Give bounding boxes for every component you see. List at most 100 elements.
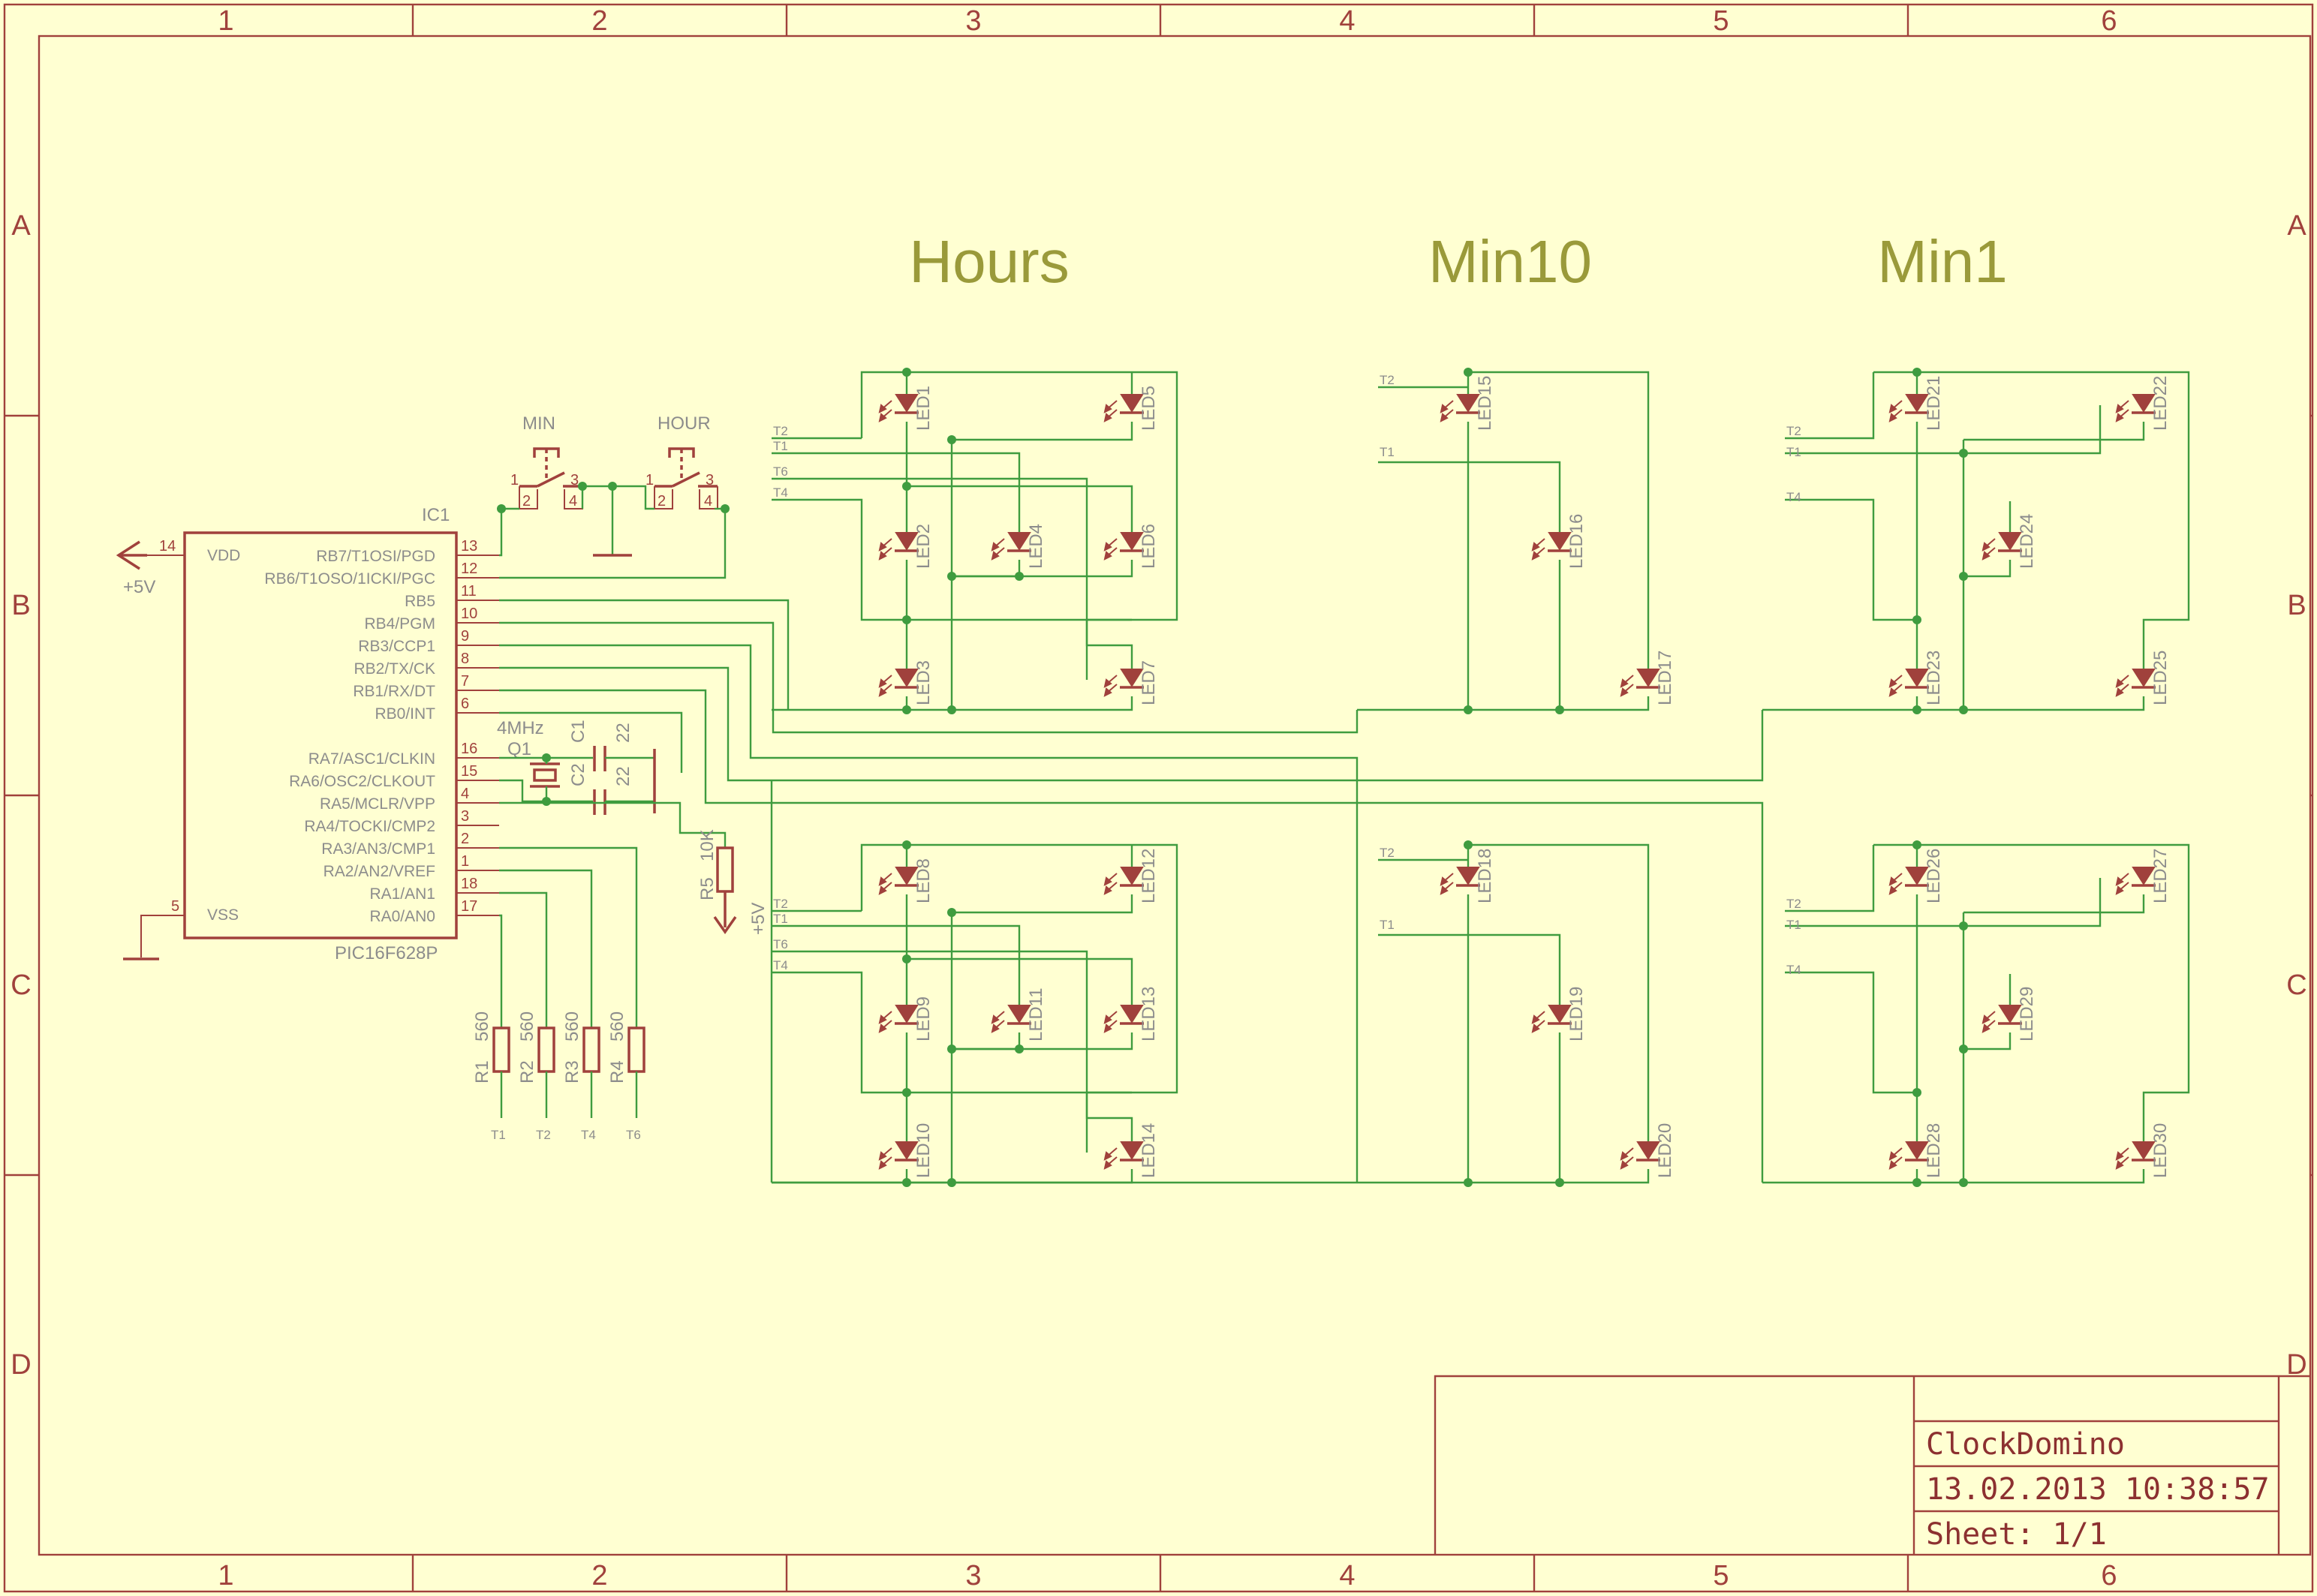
- led-led2: LED2: [878, 524, 934, 569]
- ic-pin-label: RA3/AN3/CMP1: [321, 840, 435, 858]
- led-led21: LED21: [1888, 376, 1944, 431]
- led-name: LED4: [1026, 524, 1046, 569]
- resistor-value: 560: [607, 1011, 627, 1041]
- ic-pin-label: RA0/AN0: [369, 908, 435, 925]
- ic-pin-number: 7: [461, 673, 469, 690]
- frame-row-left-B: B: [11, 590, 30, 621]
- switch-name: MIN: [522, 413, 555, 434]
- project-name: ClockDomino: [1926, 1427, 2125, 1462]
- svg-text:1: 1: [645, 472, 654, 488]
- led-name: LED17: [1655, 651, 1675, 705]
- net-label: T2: [773, 424, 788, 438]
- ic-pin-number: 12: [461, 561, 477, 577]
- ic-pin-number: 10: [461, 606, 477, 622]
- ic-pin-number: 2: [461, 831, 469, 847]
- ic-pin-number: 17: [461, 898, 477, 915]
- resistor-net: T4: [581, 1128, 596, 1142]
- switch-name: HOUR: [657, 413, 711, 434]
- resistor-net: T2: [536, 1128, 551, 1142]
- ic-pin-number: 11: [461, 583, 477, 600]
- title-block: ClockDomino 13.02.2013 10:38:57 Sheet: 1…: [1434, 1375, 2310, 1555]
- led-name: LED29: [2017, 987, 2037, 1041]
- led-name: LED13: [1139, 987, 1159, 1041]
- net-label: T1: [1380, 445, 1395, 459]
- net-label: T1: [773, 912, 788, 926]
- frame-col-top-5: 5: [1713, 5, 1729, 37]
- led-led9: LED9: [878, 996, 934, 1041]
- resistor-name: R1: [472, 1060, 492, 1084]
- led-name: LED22: [2150, 376, 2171, 431]
- project-datetime: 13.02.2013 10:38:57: [1926, 1472, 2270, 1507]
- led-name: LED20: [1655, 1123, 1675, 1178]
- led-name: LED21: [1924, 376, 1944, 431]
- ic-pin-number: 4: [461, 786, 469, 802]
- led-led6: LED6: [1103, 524, 1159, 569]
- led-name: LED2: [913, 524, 934, 569]
- led-led1: LED1: [878, 386, 934, 431]
- svg-text:4: 4: [704, 493, 712, 509]
- frame-col-top-2: 2: [591, 5, 607, 37]
- ic-pin-number: 9: [461, 628, 469, 645]
- r5-value: 10K: [697, 829, 718, 861]
- led-led20: LED20: [1620, 1123, 1675, 1178]
- frame-row-left-A: A: [11, 210, 31, 242]
- frame-row-right-C: C: [2286, 969, 2306, 1001]
- led-led13: LED13: [1103, 987, 1159, 1041]
- led-led26: LED26: [1888, 849, 1944, 903]
- led-name: LED25: [2150, 651, 2171, 705]
- led-name: LED18: [1475, 849, 1495, 903]
- net-label: T6: [773, 464, 788, 479]
- c2-name: C2: [568, 763, 588, 786]
- net-label: T6: [773, 937, 788, 951]
- net-label: T1: [773, 439, 788, 453]
- frame-col-bottom-3: 3: [965, 1560, 981, 1591]
- led-name: LED9: [913, 996, 934, 1041]
- frame-col-bottom-1: 1: [218, 1560, 233, 1591]
- led-name: LED27: [2150, 849, 2171, 903]
- vss-pin-num: 5: [171, 898, 179, 915]
- led-led29: LED29: [1981, 987, 2037, 1041]
- ic-pin-label: RA4/TOCKI/CMP2: [304, 818, 435, 835]
- ground-symbol-vss: [123, 915, 159, 960]
- switch-wiring: [497, 482, 730, 579]
- ic-pin-label: RB7/T1OSI/PGD: [316, 548, 435, 565]
- vcc-symbol: +5V: [116, 540, 155, 597]
- led-name: LED15: [1475, 376, 1495, 431]
- frame-col-top-3: 3: [965, 5, 981, 37]
- svg-text:1: 1: [510, 472, 519, 488]
- led-name: LED7: [1139, 660, 1159, 705]
- led-led25: LED25: [2115, 651, 2171, 705]
- svg-text:3: 3: [570, 472, 579, 488]
- frame-col-top-1: 1: [218, 5, 233, 37]
- led-led10: LED10: [878, 1123, 934, 1178]
- led-name: LED30: [2150, 1123, 2171, 1178]
- frame-col-bottom-2: 2: [591, 1560, 607, 1591]
- net-label: T1: [1786, 445, 1801, 459]
- ic-pin-label: RA7/ASC1/CLKIN: [308, 750, 435, 768]
- led-led27: LED27: [2115, 849, 2171, 903]
- sheet-number: Sheet: 1/1: [1926, 1517, 2107, 1552]
- ic-pin-label: RA2/AN2/VREF: [323, 863, 435, 880]
- crystal-value: 4MHz: [497, 718, 544, 738]
- led-name: LED16: [1566, 514, 1587, 569]
- net-label: T4: [773, 958, 788, 972]
- led-led23: LED23: [1888, 651, 1944, 705]
- ic-pin-number: 8: [461, 651, 469, 667]
- ic-pin-number: 18: [461, 876, 477, 892]
- svg-text:2: 2: [657, 493, 666, 509]
- svg-text:4: 4: [569, 493, 577, 509]
- led-name: LED12: [1139, 849, 1159, 903]
- led-led22: LED22: [2115, 376, 2171, 431]
- frame-row-right-B: B: [2287, 590, 2306, 621]
- hours-title: Hours: [909, 228, 1069, 295]
- frame-row-right-A: A: [2287, 210, 2306, 242]
- frame-col-bottom-6: 6: [2101, 1560, 2117, 1591]
- ic-pin-label: RB1/RX/DT: [353, 683, 435, 700]
- led-led5: LED5: [1103, 386, 1159, 431]
